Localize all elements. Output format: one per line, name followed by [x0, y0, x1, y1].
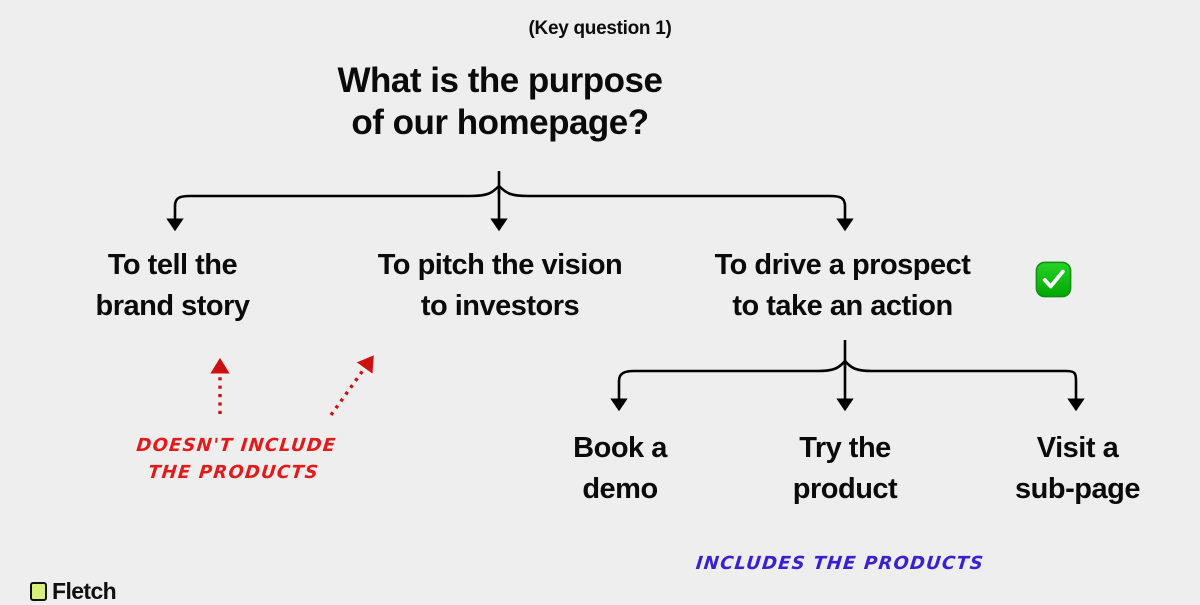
fletch-logo-mark-icon [30, 582, 47, 601]
action-bar-right [844, 360, 1078, 382]
connector-root-fork [166, 171, 854, 232]
annotation-red-note: Doesn't include the products [135, 435, 338, 483]
fletch-logo-text: Fletch [52, 578, 117, 604]
annotation-blue-note: Includes the products [694, 553, 986, 574]
node-brand-story[interactable]: To tell the brand story [95, 249, 250, 323]
node-pitch-vision[interactable]: To pitch the vision to investors [377, 249, 623, 323]
white-check-mark-icon [1035, 261, 1072, 298]
root-bar-right [498, 185, 847, 207]
node-drive-action[interactable]: To drive a prospect to take an action [714, 249, 971, 323]
root-node: What is the purpose of our homepage? [337, 61, 663, 142]
fletch-logo: Fletch [30, 578, 117, 605]
root-bar-left [173, 185, 500, 207]
red-dashed-pointers [210, 355, 374, 416]
node-visit-subpage[interactable]: Visit a sub-page [1015, 432, 1140, 506]
connector-action-fork [610, 340, 1085, 412]
dashed-arrow-pitch-vision [329, 355, 374, 416]
node-book-demo[interactable]: Book a demo [573, 432, 667, 506]
action-bar-left [617, 360, 846, 382]
key-question-label: (Key question 1) [528, 18, 672, 39]
node-try-product[interactable]: Try the product [792, 432, 898, 506]
